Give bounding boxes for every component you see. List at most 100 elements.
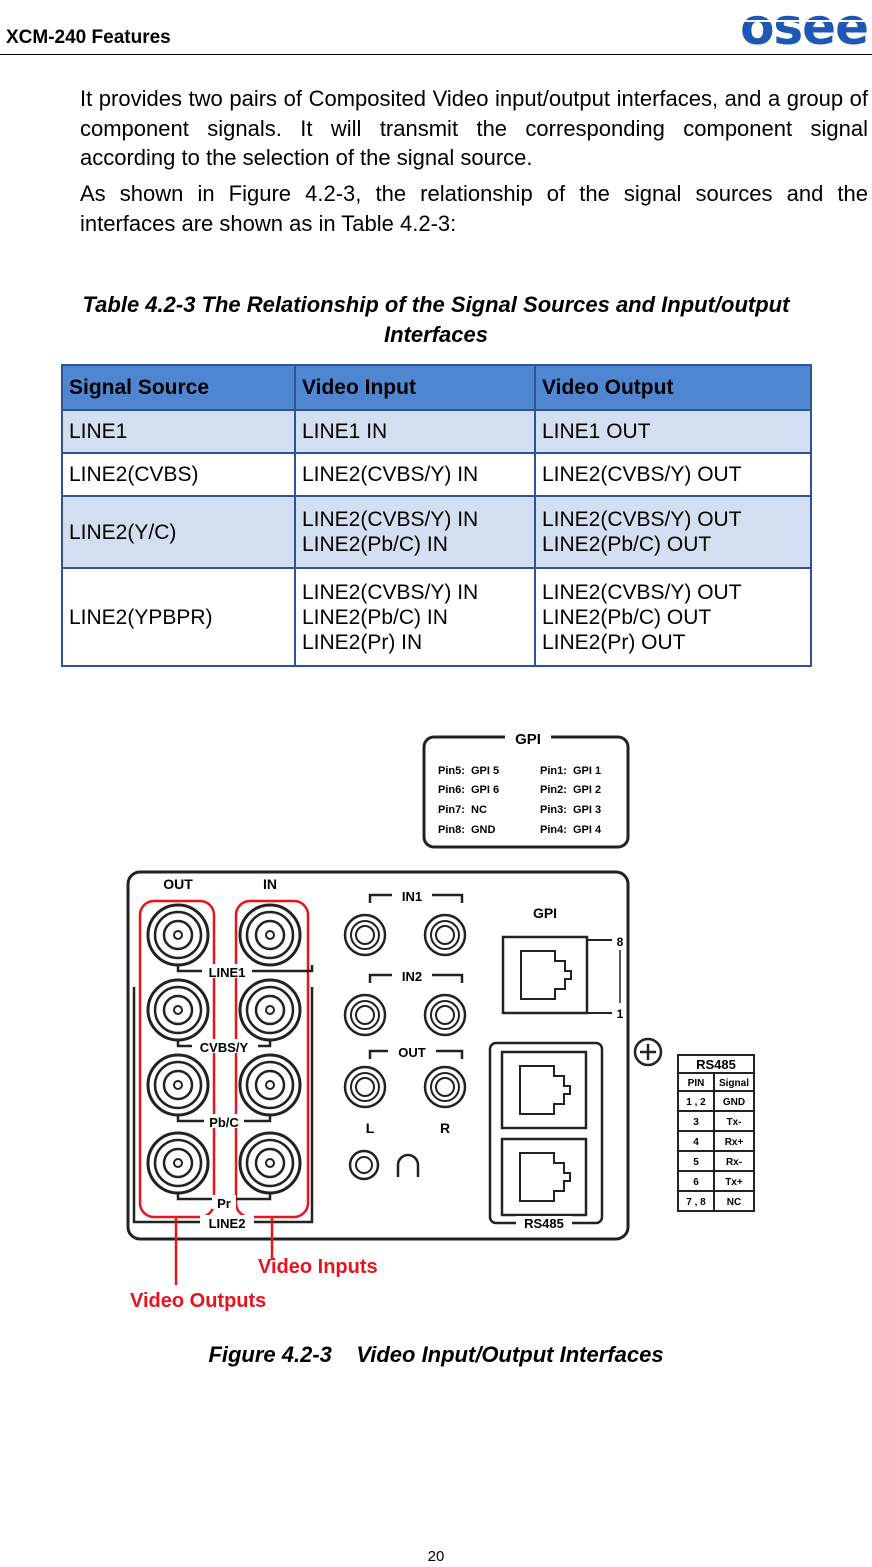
rca-in2-r-icon <box>423 993 467 1037</box>
rca-out-r-icon <box>423 1065 467 1109</box>
cell-output: LINE2(CVBS/Y) OUT <box>534 452 812 497</box>
bnc-out-pr-icon <box>146 1131 210 1195</box>
header-video-input: Video Input <box>294 364 536 411</box>
pin8-label: 8 <box>617 935 624 949</box>
cell-line: LINE2(CVBS/Y) OUT <box>542 580 742 604</box>
gpi-pin-label: Pin1: GPI 1 <box>540 765 601 777</box>
gpi-pin-box: GPI Pin5: GPI 5 Pin6: GPI 6 Pin7: NC Pin… <box>422 729 630 849</box>
rs485-signal: Rx+ <box>725 1137 744 1148</box>
gpi-pin-label: Pin3: GPI 3 <box>540 804 601 816</box>
table-caption-line2: Interfaces <box>384 322 488 347</box>
video-outputs-annotation: Video Outputs <box>130 1290 266 1312</box>
rs485-pin: 6 <box>693 1177 699 1188</box>
rs485-table-title: RS485 <box>696 1057 736 1072</box>
paragraph-1: It provides two pairs of Composited Vide… <box>80 86 868 170</box>
in1-label: IN1 <box>402 889 422 904</box>
table-header-row: Signal Source Video Input Video Output <box>61 364 812 411</box>
cell-line: LINE2(Pr) IN <box>302 630 423 654</box>
l-label: L <box>366 1120 375 1136</box>
rs485-signal: GND <box>723 1097 745 1108</box>
cell-line: LINE2(Pb/C) IN <box>302 605 448 629</box>
gpi-rj45-icon <box>501 935 589 1015</box>
rca-in1-l-icon <box>343 913 387 957</box>
rs485-pin: 4 <box>693 1137 699 1148</box>
cell-input: LINE2(CVBS/Y) IN LINE2(Pb/C) IN LINE2(Pr… <box>294 567 536 667</box>
table-row: LINE1 LINE1 IN LINE1 OUT <box>61 409 812 454</box>
bnc-out-pbc-icon <box>146 1053 210 1117</box>
gpi-pin-label: Pin2: GPI 2 <box>540 784 601 796</box>
pr-label: Pr <box>217 1196 231 1211</box>
headphone-jack-icon <box>348 1149 380 1181</box>
bnc-in-line1-icon <box>238 903 302 967</box>
in1-label-bg <box>392 888 432 902</box>
table-caption-line1: Table 4.2-3 The Relationship of the Sign… <box>82 292 790 317</box>
bnc-in-pbc-icon <box>238 1053 302 1117</box>
gpi-pin-label: Pin5: GPI 5 <box>438 765 499 777</box>
logo-text: osee <box>740 0 868 50</box>
rs485-header-pin: PIN <box>688 1078 705 1089</box>
rs485-signal: Rx- <box>726 1157 742 1168</box>
rs485-rj45-top-icon <box>500 1050 588 1130</box>
figure-caption: Figure 4.2-3 Video Input/Output Interfac… <box>208 1342 664 1367</box>
rs485-pin: 7 , 8 <box>686 1197 706 1208</box>
rs485-label-bg <box>516 1216 572 1230</box>
cvbs-label-bg <box>192 1039 258 1053</box>
bnc-out-cvbs-icon <box>146 978 210 1042</box>
rs485-pin: 3 <box>693 1117 699 1128</box>
line2-label-bg <box>200 1215 254 1229</box>
rear-panel: OUT IN LINE1 CVBS/Y Pb/C Pr LINE2 <box>126 870 630 1241</box>
rs485-port-label: RS485 <box>524 1216 564 1231</box>
rs485-rj45-bottom-icon <box>500 1137 588 1217</box>
cell-source: LINE2(CVBS) <box>61 452 296 497</box>
osee-logo: osee <box>692 0 869 50</box>
headphone-jack-inner <box>355 1156 373 1174</box>
interface-figure: GPI Pin5: GPI 5 Pin6: GPI 6 Pin7: NC Pin… <box>126 729 755 1312</box>
cvbs-y-label: CVBS/Y <box>200 1040 249 1055</box>
header-video-output: Video Output <box>534 364 812 411</box>
gpi-pin-label: Pin4: GPI 4 <box>540 824 602 836</box>
line2-label: LINE2 <box>209 1216 246 1231</box>
cell-input: LINE2(CVBS/Y) IN <box>294 452 536 497</box>
table-row: LINE2(Y/C) LINE2(CVBS/Y) IN LINE2(Pb/C) … <box>61 495 812 569</box>
cell-line: LINE2(CVBS/Y) OUT <box>542 508 742 531</box>
rs485-signal: NC <box>727 1197 741 1208</box>
gpi-port-label: GPI <box>533 905 557 921</box>
cell-output: LINE2(CVBS/Y) OUT LINE2(Pb/C) OUT <box>534 495 812 569</box>
rs485-pin: 5 <box>693 1157 699 1168</box>
header-title: XCM-240 Features <box>6 27 171 48</box>
relationship-table: Signal Source Video Input Video Output L… <box>61 364 812 667</box>
cell-line: LINE2(Pb/C) IN <box>302 533 448 556</box>
cell-line: LINE2(Pr) OUT <box>542 630 686 654</box>
headphone-icon <box>396 1153 420 1177</box>
video-inputs-annotation: Video Inputs <box>258 1256 378 1278</box>
paragraph-2: As shown in Figure 4.2-3, the relationsh… <box>80 181 868 236</box>
rs485-pin-table: RS485 PIN Signal 1 , 2 GND 3 Tx- 4 Rx+ 5… <box>677 1054 755 1212</box>
rs485-cell <box>713 1190 755 1212</box>
table-row: LINE2(YPBPR) LINE2(CVBS/Y) IN LINE2(Pb/C… <box>61 567 812 667</box>
bnc-in-pr-icon <box>238 1131 302 1195</box>
pr-label-bg <box>212 1195 236 1209</box>
gpi-pin-label: Pin8: GND <box>438 824 496 836</box>
out-label: OUT <box>163 876 193 892</box>
line1-label-bg <box>202 964 252 978</box>
bnc-in-cvbs-icon <box>238 978 302 1042</box>
line1-label: LINE1 <box>209 965 246 980</box>
cell-output: LINE1 OUT <box>534 409 812 454</box>
rs485-pin: 1 , 2 <box>686 1097 706 1108</box>
pin1-label: 1 <box>617 1007 624 1021</box>
in2-label-bg <box>392 968 432 982</box>
cell-input: LINE1 IN <box>294 409 536 454</box>
cell-source: LINE1 <box>61 409 296 454</box>
page-header: XCM-240 Features osee <box>0 0 872 55</box>
table-row: LINE2(CVBS) LINE2(CVBS/Y) IN LINE2(CVBS/… <box>61 452 812 497</box>
gpi-box-title: GPI <box>515 731 541 748</box>
cell-line: LINE2(Pb/C) OUT <box>542 605 712 629</box>
gpi-pin-label: Pin7: NC <box>438 804 487 816</box>
gpi-title-bg <box>505 729 551 747</box>
rs485-signal: Tx- <box>727 1117 742 1128</box>
header-signal-source: Signal Source <box>61 364 296 411</box>
rca-in1-r-icon <box>423 913 467 957</box>
pbc-label-bg <box>204 1114 244 1128</box>
cell-line: LINE2(CVBS/Y) IN <box>302 580 479 604</box>
in-label: IN <box>263 876 277 892</box>
